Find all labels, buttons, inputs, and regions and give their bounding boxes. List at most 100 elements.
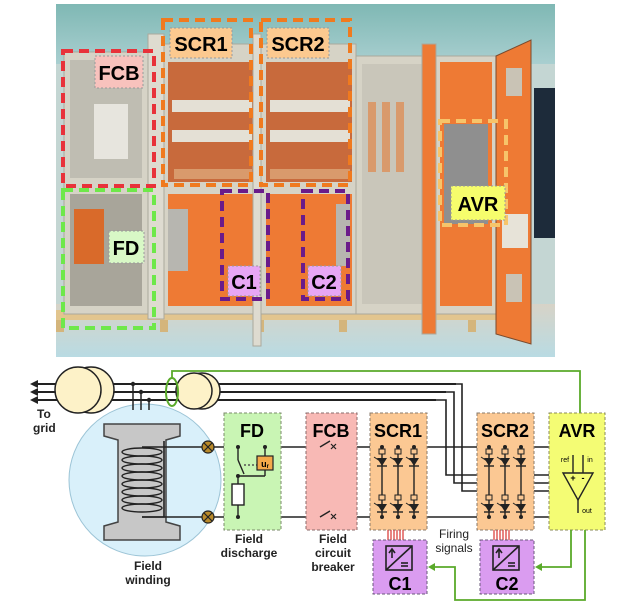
excitation-schematic: FD ur FCB SCR1 [30, 366, 606, 601]
c2-highlight [301, 189, 350, 301]
avr-out-label: out [582, 508, 592, 515]
converter-icon [492, 545, 520, 571]
opamp-icon [561, 455, 595, 513]
to-grid-line1: To [37, 407, 51, 421]
c1-tag-label: C1 [231, 272, 257, 294]
transformer-icon [54, 366, 221, 414]
fd-tag-label: FD [113, 238, 140, 260]
copper-bar [396, 102, 404, 172]
thyristor-icon [373, 494, 387, 513]
scr1-highlight [161, 18, 253, 187]
scr1-copper [174, 169, 252, 179]
scr1-busbar [172, 130, 252, 142]
junction-dot [412, 515, 416, 519]
field-winding-line1: Field [134, 559, 162, 573]
pallet-foot [56, 320, 64, 332]
avr-tag: AVR [450, 185, 506, 221]
c1-block: C1 [372, 539, 428, 595]
junction-dot [503, 515, 507, 519]
fcb-caption-line3: breaker [311, 560, 355, 574]
junction-dot [380, 445, 384, 449]
scr1-block: SCR1 [369, 412, 428, 531]
scr1-busbar [172, 100, 252, 112]
slip-ring-icon [201, 440, 215, 524]
scr2-busbar [270, 130, 350, 142]
thyristor-icon [389, 494, 403, 513]
fcb-caption-line1: Field [319, 532, 347, 546]
junction-dot [503, 445, 507, 449]
right-door [495, 39, 532, 345]
c2-tag-label: C2 [311, 272, 337, 294]
firing-signals-line2: signals [435, 541, 472, 555]
avr-plus-label: + [570, 473, 575, 483]
junction-dot [380, 515, 384, 519]
copper-bar [368, 102, 376, 172]
junction-dot [519, 445, 523, 449]
fcb-highlight [61, 49, 156, 188]
thyristor-icon [496, 494, 510, 513]
avr-tag-label: AVR [458, 194, 499, 216]
field-coil-icon [121, 447, 163, 513]
fcb-block-title: FCB [313, 421, 350, 441]
fd-block: FD ur [223, 412, 282, 531]
background-rack [534, 88, 555, 238]
junction-dot [487, 515, 491, 519]
fd-block-title: FD [240, 421, 264, 441]
junction-dot [396, 445, 400, 449]
fd-highlight [61, 188, 156, 330]
door-vent [506, 274, 522, 302]
ur-label: ur [261, 459, 270, 470]
avr-block: AVR ref in + - out [548, 412, 606, 531]
avr-in-label: in [587, 457, 593, 464]
scr2-block: SCR2 [476, 412, 535, 531]
thyristor-icon [405, 494, 419, 513]
measurement-signal [171, 370, 581, 418]
grid-arrows [30, 380, 38, 404]
c1-heatsink [168, 209, 188, 271]
pallet [56, 310, 496, 320]
c2-tag: C2 [307, 265, 342, 297]
pallet-foot [339, 320, 347, 332]
thyristor-icon [512, 448, 526, 467]
tap-junctions [130, 381, 152, 403]
junction-dot [396, 515, 400, 519]
thyristor-bridge-icon [480, 445, 526, 519]
scr2-tag-label: SCR2 [271, 34, 324, 56]
field-discharge-line2: discharge [221, 546, 278, 560]
scr2-tag: SCR2 [266, 27, 330, 59]
busbar-inner [362, 64, 422, 304]
arrow-to-c2 [535, 563, 542, 571]
scr1-tag-label: SCR1 [174, 34, 227, 56]
fcb-tag-label: FCB [98, 63, 139, 85]
fcb-breaker [94, 104, 128, 159]
pallet-foot [468, 320, 476, 332]
to-grid-line2: grid [33, 421, 56, 435]
scr1-inner [168, 62, 254, 182]
discharge-resistor-icon [231, 483, 245, 506]
c1-block-title: C1 [388, 574, 411, 594]
scr2-busbar [270, 100, 350, 112]
converter-icon [385, 545, 413, 571]
avr-ref-label: ref [561, 457, 569, 464]
junction-dot [487, 445, 491, 449]
avr-block-title: AVR [559, 421, 596, 441]
c2-block: C2 [479, 539, 535, 595]
avr-minus-label: - [582, 473, 585, 483]
pallet-foot [160, 320, 168, 332]
control-signal [434, 530, 586, 601]
firing-signal-wires [387, 530, 510, 540]
fcb-tag: FCB [94, 55, 144, 89]
junction-dot [519, 515, 523, 519]
arrow-to-c1 [428, 563, 435, 571]
switchgear-photo: FCB SCR1 SCR2 FD C1 C2 AVR [56, 4, 555, 357]
field-discharge-line1: Field [235, 532, 263, 546]
scr2-block-title: SCR2 [481, 421, 529, 441]
field-winding-line2: winding [124, 573, 170, 587]
fcb-caption-line2: circuit [315, 546, 351, 560]
fd-tag: FD [108, 230, 145, 264]
cabinet-door-avr [421, 43, 437, 335]
thyristor-icon [512, 494, 526, 513]
avr-highlight [438, 119, 508, 227]
junction-dot [412, 445, 416, 449]
scr2-inner [266, 62, 352, 182]
